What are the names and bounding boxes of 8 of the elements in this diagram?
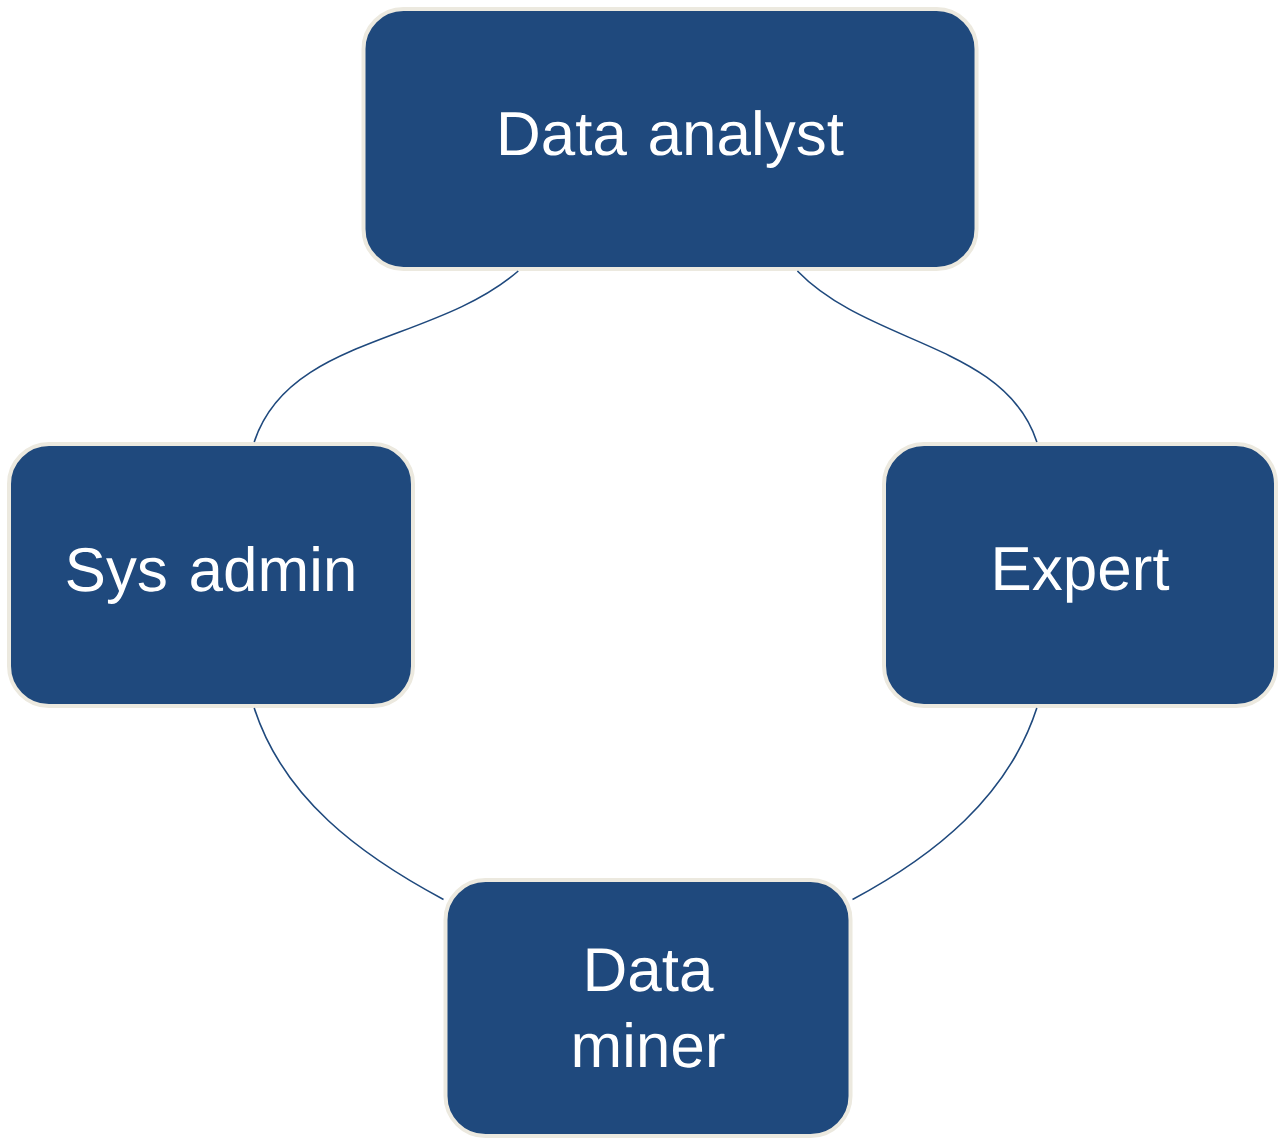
role-box: Expert (882, 442, 1278, 708)
connector-arc (253, 707, 445, 901)
role-box: Data analyst (361, 7, 979, 271)
connector-arc (796, 270, 1038, 443)
role-box: Sys admin (7, 442, 415, 708)
role-box: Data miner (443, 878, 853, 1138)
connector-arc (253, 270, 520, 443)
connector-arc (851, 707, 1038, 901)
